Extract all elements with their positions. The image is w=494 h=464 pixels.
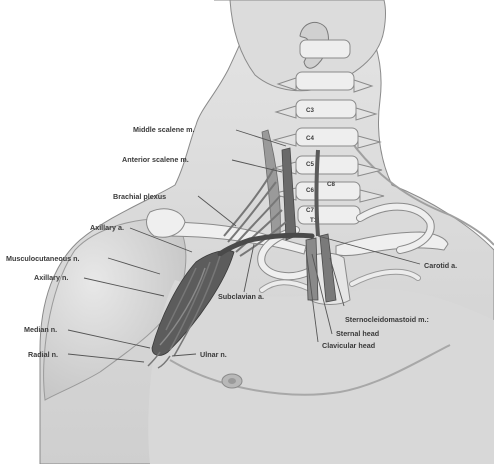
label-axillary-nerve: Axillary n.: [34, 273, 68, 282]
nipple-center: [228, 378, 236, 384]
label-sternal-head: Sternal head: [336, 329, 379, 338]
vertebra-label-c4: C4: [306, 135, 314, 142]
label-axillary-artery: Axillary a.: [90, 223, 124, 232]
label-clavicular-head: Clavicular head: [322, 341, 375, 350]
label-middle-scalene: Middle scalene m.: [133, 125, 195, 134]
carotid-artery: [317, 150, 319, 236]
vertebra-label-c6: C6: [306, 187, 314, 194]
label-median-nerve: Median n.: [24, 325, 57, 334]
vertebra-label-c3: C3: [306, 107, 314, 114]
label-sternocleidomastoid: Sternocleidomastoid m.:: [345, 315, 429, 324]
label-musculocutaneous: Musculocutaneous n.: [6, 254, 79, 263]
vertebra-label-c8: C8: [327, 181, 335, 188]
vertebra-label-c7: C7: [306, 207, 314, 214]
label-anterior-scalene: Anterior scalene m.: [122, 155, 189, 164]
label-radial-nerve: Radial n.: [28, 350, 58, 359]
label-subclavian-artery: Subclavian a.: [218, 292, 264, 301]
label-ulnar-nerve: Ulnar n.: [200, 350, 227, 359]
label-brachial-plexus: Brachial plexus: [113, 192, 166, 201]
label-carotid-artery: Carotid a.: [424, 261, 457, 270]
vertebra-label-c5: C5: [306, 161, 314, 168]
